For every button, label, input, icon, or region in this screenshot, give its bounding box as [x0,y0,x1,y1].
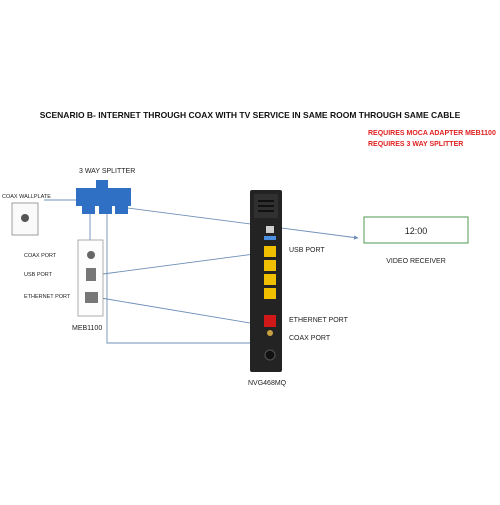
cable-splitter-to-router-coax [106,212,263,346]
adapter-coax-port-label: COAX PORT [24,253,57,259]
cables [44,199,359,346]
adapter-usb-port-icon [86,268,96,281]
receiver-label: VIDEO RECEIVER [386,258,446,265]
router-usb-port-icon [266,226,274,233]
splitter-input-connector [96,180,108,189]
cable-adapter-usb-to-router [102,251,263,275]
adapter-label: MEB1100 [72,325,102,332]
router-label: NVG468MQ [248,380,287,387]
receiver-clock-display: 12:00 [405,226,428,236]
splitter-output-3 [115,205,128,214]
cable-adapter-ethernet-to-router [100,297,263,327]
router-lan-port-4-icon [264,288,276,299]
cable-splitter-to-receiver [119,206,359,240]
router-lan-port-3-icon [264,274,276,285]
router-ethernet-port-label: ETHERNET PORT [289,317,349,324]
router-lan-port-1-icon [264,246,276,257]
requirement-moca-adapter: REQUIRES MOCA ADAPTER MEB1100 [368,130,496,137]
router-coax-port-label: COAX PORT [289,335,331,342]
router-coax-port-icon [267,330,273,336]
splitter-label: 3 WAY SPLITTER [79,168,135,175]
wallplate-label: COAX WALLPLATE [2,194,51,200]
adapter-coax-port-icon [87,251,95,259]
splitter-output-2 [99,205,112,214]
router-usb-port-label: USB PORT [289,247,325,254]
video-receiver [363,216,469,244]
adapter-usb-port-label: USB PORT [24,272,53,278]
router-power-jack-icon [264,349,276,361]
adapter-ethernet-port-icon [85,292,98,303]
router-wan-port-icon [264,315,276,327]
wallplate-coax-jack-icon [21,214,29,222]
meb1100-adapter [77,239,104,317]
adapter-ethernet-port-label: ETHERNET PORT [24,294,71,300]
diagram-title: SCENARIO B- INTERNET THROUGH COAX WITH T… [40,110,461,120]
requirement-3way-splitter: REQUIRES 3 WAY SPLITTER [368,141,463,148]
three-way-splitter [76,180,131,214]
nvg468mq-router [250,190,282,372]
coax-wallplate [11,202,39,236]
router-lan-port-2-icon [264,260,276,271]
splitter-output-1 [82,205,95,214]
